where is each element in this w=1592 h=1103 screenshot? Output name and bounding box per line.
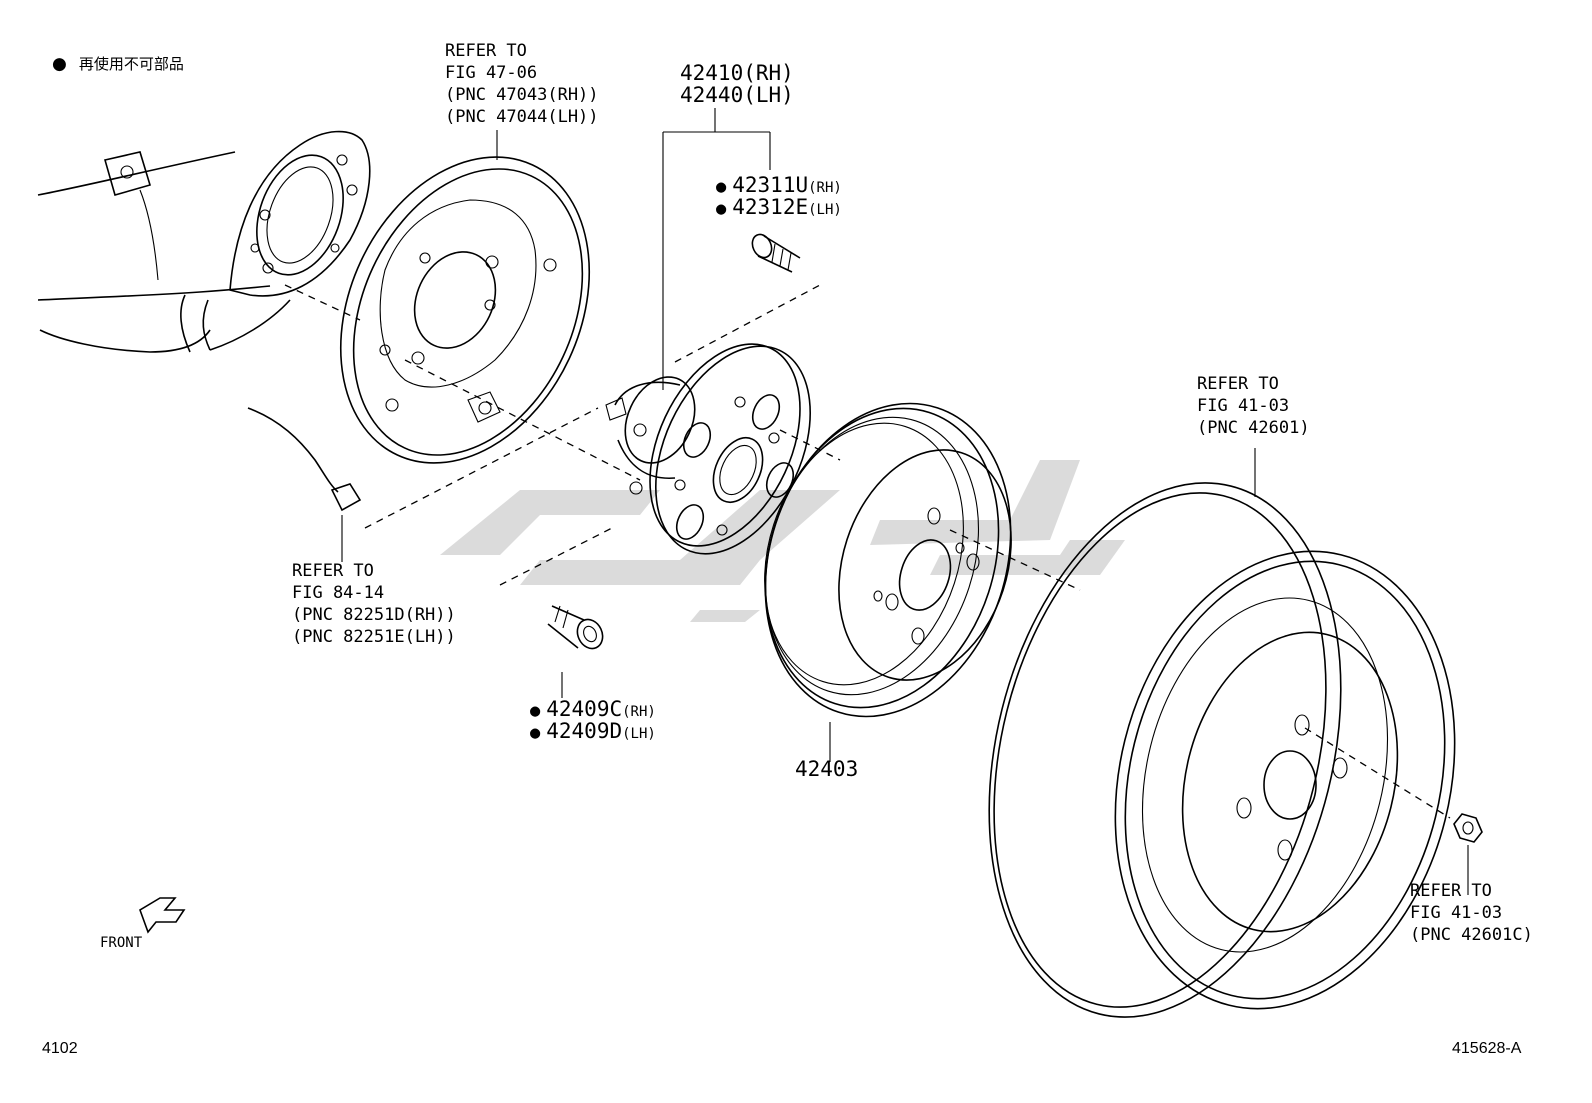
front-label: FRONT (100, 935, 143, 951)
front-arrow-icon (139, 897, 186, 934)
label-line: (PNC 82251D(RH)) (292, 605, 456, 625)
part-number: 42409D (546, 719, 623, 743)
label-line: FIG 41-03 (1410, 903, 1503, 923)
label-line: FIG 41-03 (1197, 396, 1290, 416)
side-label: (LH) (622, 726, 656, 742)
footer-figure-number: 4102 (42, 1040, 78, 1057)
label-line: (PNC 42601) (1197, 418, 1310, 438)
wheel-nut (1453, 813, 1483, 843)
part-number: 42311U (732, 173, 809, 197)
label-line: FIG 47-06 (445, 63, 538, 83)
part-number-hub-bolt-rh: 42409C(RH) (530, 698, 656, 723)
side-label: (LH) (808, 202, 842, 218)
label-line: REFER TO (1197, 374, 1279, 394)
side-label: (RH) (622, 704, 656, 720)
side-label: (RH) (808, 180, 842, 196)
part-number-bolt-lh: 42312E(LH) (716, 196, 842, 221)
part-number-hub-rh: 42410(RH) (680, 61, 794, 85)
label-line: (PNC 42601C) (1410, 925, 1533, 945)
hub-bolt (751, 233, 801, 273)
leader-lines (341, 108, 1469, 895)
brake-drum (764, 402, 1012, 718)
axle-beam (37, 130, 371, 353)
label-line: FIG 84-14 (292, 583, 385, 603)
part-number: 42409C (546, 697, 623, 721)
label-line: REFER TO (292, 561, 374, 581)
part-number-hub-lh: 42440(LH) (680, 83, 794, 107)
abs-sensor-wire (247, 407, 362, 512)
label-line: (PNC 47044(LH)) (445, 107, 599, 127)
watermark-logo (440, 460, 1125, 622)
bearing-bolt (547, 605, 604, 650)
footer-illustration-id: 415628-A (1452, 1040, 1522, 1057)
hub-bearing-assembly (605, 343, 811, 555)
label-line: REFER TO (445, 41, 527, 61)
legend-non-reusable: 再使用不可部品 (52, 53, 184, 75)
part-number-hub-bolt-lh: 42409D(LH) (530, 720, 656, 745)
brake-backing-plate (339, 156, 591, 464)
label-line: (PNC 47043(RH)) (445, 85, 599, 105)
part-number-bolt-rh: 42311U(RH) (716, 174, 842, 199)
part-number-drum: 42403 (795, 757, 859, 781)
label-line: REFER TO (1410, 881, 1492, 901)
alignment-lines (284, 284, 1451, 819)
wheel-rim (988, 482, 1456, 1018)
label-line: (PNC 82251E(LH)) (292, 627, 456, 647)
part-number: 42312E (732, 195, 809, 219)
